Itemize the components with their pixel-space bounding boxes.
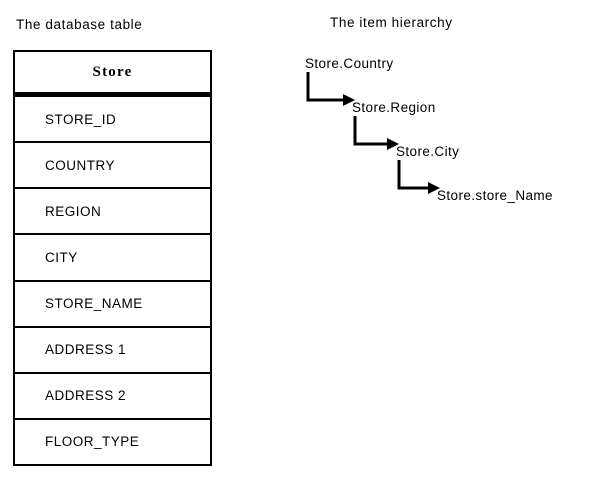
hierarchy-node-store-city[interactable]: Store.City — [396, 144, 460, 159]
hierarchy-node-store-region[interactable]: Store.Region — [352, 100, 436, 115]
item-hierarchy-caption: The item hierarchy — [330, 15, 453, 30]
hierarchy-node-store-country[interactable]: Store.Country — [305, 56, 394, 71]
table-row-label: COUNTRY — [45, 157, 116, 173]
database-table: Store STORE_ID COUNTRY REGION CITY STORE… — [13, 50, 212, 466]
table-row[interactable]: ADDRESS 2 — [15, 374, 210, 420]
table-row-label: FLOOR_TYPE — [45, 434, 140, 450]
table-row[interactable]: ADDRESS 1 — [15, 328, 210, 374]
table-row[interactable]: COUNTRY — [15, 143, 210, 190]
table-row-label: REGION — [45, 203, 102, 219]
table-header: Store — [15, 52, 210, 97]
table-row[interactable]: CITY — [15, 235, 210, 282]
table-row-label: STORE_NAME — [45, 296, 143, 312]
table-row[interactable]: REGION — [15, 189, 210, 236]
table-row[interactable]: STORE_NAME — [15, 282, 210, 328]
table-body: STORE_ID COUNTRY REGION CITY STORE_NAME … — [15, 97, 210, 464]
table-row-label: ADDRESS 1 — [45, 342, 127, 358]
database-table-caption: The database table — [16, 17, 143, 32]
table-row-label: ADDRESS 2 — [45, 388, 127, 404]
item-hierarchy-tree: Store.Country Store.Region Store.City St… — [295, 50, 595, 230]
table-row-label: CITY — [45, 249, 78, 265]
hierarchy-node-store-store-name[interactable]: Store.store_Name — [437, 188, 553, 203]
table-header-label: Store — [92, 63, 133, 80]
table-row[interactable]: FLOOR_TYPE — [15, 420, 210, 464]
table-row-label: STORE_ID — [45, 111, 117, 127]
table-row[interactable]: STORE_ID — [15, 97, 210, 144]
